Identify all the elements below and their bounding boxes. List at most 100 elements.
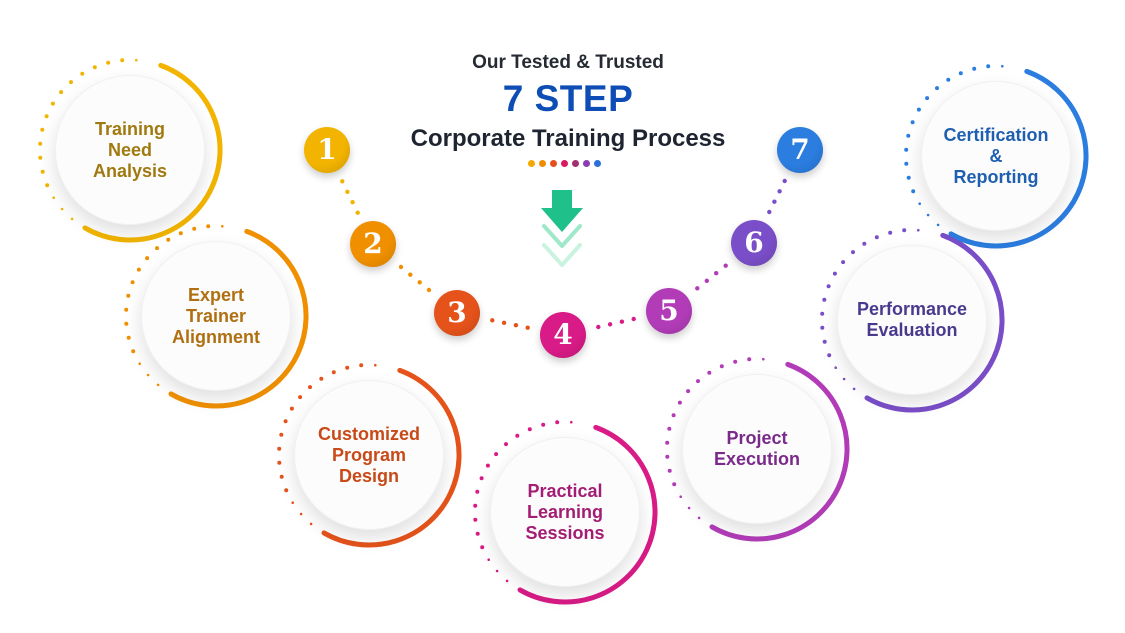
ring-dot bbox=[277, 460, 282, 465]
ring-dot bbox=[166, 237, 171, 242]
decorative-dot bbox=[528, 160, 535, 167]
down-arrow-icon bbox=[541, 190, 583, 267]
ring-dot bbox=[917, 228, 920, 232]
ring-dot bbox=[665, 454, 670, 459]
ring-dot bbox=[541, 422, 546, 427]
connector-dot bbox=[417, 280, 422, 285]
step-number-badge: 2 bbox=[350, 221, 396, 267]
ring-dot bbox=[1001, 64, 1004, 68]
ring-dot bbox=[665, 440, 670, 445]
step-number-badge: 4 bbox=[540, 312, 586, 358]
ring-dot bbox=[319, 376, 324, 381]
ring-dot bbox=[289, 406, 294, 411]
step-number-badge: 1 bbox=[304, 127, 350, 173]
ring-dot bbox=[667, 426, 672, 431]
connector-dot bbox=[704, 278, 709, 283]
ring-dot bbox=[345, 365, 350, 370]
ring-dot bbox=[832, 271, 837, 276]
ring-dot bbox=[822, 339, 827, 344]
ring-dot bbox=[911, 189, 916, 194]
decorative-dot bbox=[550, 160, 557, 167]
ring-dot bbox=[527, 427, 532, 432]
decorative-dot bbox=[561, 160, 568, 167]
ring-solid-arc bbox=[864, 232, 1005, 413]
ring-dot bbox=[374, 363, 377, 367]
ring-dot bbox=[146, 373, 150, 377]
ring-dot bbox=[820, 325, 825, 330]
ring-dot bbox=[677, 400, 682, 405]
ring-dot bbox=[902, 228, 907, 233]
ring-dot bbox=[926, 213, 930, 217]
connector-dot bbox=[345, 189, 350, 194]
ring-dot bbox=[925, 96, 930, 101]
connector-dot bbox=[695, 286, 700, 291]
ring-dot bbox=[671, 413, 676, 418]
step-label: Project Execution bbox=[713, 428, 801, 469]
connector-dot bbox=[340, 179, 345, 184]
ring-dot bbox=[842, 377, 846, 381]
ring-dot bbox=[136, 267, 141, 272]
ring-dot bbox=[473, 503, 478, 508]
ring-dot bbox=[120, 58, 125, 63]
heading-subtitle: Our Tested & Trusted bbox=[472, 52, 664, 73]
ring-dot bbox=[473, 517, 478, 522]
ring-dot bbox=[910, 120, 915, 125]
ring-dot bbox=[515, 433, 520, 438]
decorative-dot bbox=[539, 160, 546, 167]
ring-dot bbox=[667, 468, 672, 473]
ring-dot bbox=[719, 364, 724, 369]
ring-dot bbox=[38, 141, 43, 146]
ring-dot bbox=[862, 241, 867, 246]
ring-dot bbox=[44, 114, 49, 119]
connector-dot bbox=[714, 271, 719, 276]
ring-dot bbox=[299, 512, 303, 516]
step-number-badge: 3 bbox=[434, 290, 480, 336]
ring-dot bbox=[69, 80, 73, 85]
step-connector-path bbox=[340, 178, 787, 330]
ring-dot bbox=[359, 363, 364, 368]
ring-dot bbox=[480, 545, 485, 550]
ring-dot bbox=[38, 155, 43, 160]
ring-dot bbox=[935, 86, 939, 91]
ring-dot bbox=[106, 60, 111, 65]
connector-dot bbox=[525, 325, 530, 330]
connector-dot bbox=[607, 322, 613, 327]
ring-dot bbox=[888, 230, 893, 235]
ring-solid-arc bbox=[948, 68, 1089, 249]
ring-dot bbox=[504, 442, 508, 447]
step-circle-4: Practical Learning Sessions bbox=[490, 437, 640, 587]
connector-dot bbox=[723, 263, 728, 268]
ring-dot bbox=[904, 161, 909, 166]
step-label: Certification & Reporting bbox=[943, 124, 1049, 187]
ring-dot bbox=[40, 127, 45, 132]
ring-dot bbox=[298, 395, 303, 400]
ring-dot bbox=[834, 366, 837, 370]
ring-dot bbox=[697, 516, 701, 520]
ring-dot bbox=[494, 452, 499, 457]
step-circle-5: Project Execution bbox=[682, 374, 832, 524]
ring-solid-arc bbox=[168, 228, 309, 409]
ring-dot bbox=[155, 246, 159, 251]
ring-dot bbox=[986, 64, 991, 69]
ring-dot bbox=[40, 169, 45, 174]
ring-dot bbox=[70, 217, 74, 221]
ring-dot bbox=[475, 489, 480, 494]
ring-dot bbox=[904, 147, 909, 152]
connector-dot bbox=[777, 189, 782, 194]
step-label: Performance Evaluation bbox=[856, 299, 968, 340]
ring-dot bbox=[279, 432, 284, 437]
connector-dot bbox=[408, 272, 413, 277]
ring-dot bbox=[126, 335, 131, 340]
connector-dot bbox=[513, 323, 519, 328]
decorative-dots bbox=[528, 160, 601, 167]
ring-dot bbox=[487, 558, 491, 561]
ring-dot bbox=[138, 362, 141, 366]
ring-dot bbox=[178, 231, 183, 236]
ring-dot bbox=[555, 420, 560, 425]
ring-dot bbox=[906, 133, 911, 138]
heading-process: Corporate Training Process bbox=[410, 125, 726, 152]
connector-dot bbox=[355, 210, 360, 215]
step-circle-6: Performance Evaluation bbox=[837, 245, 987, 395]
connector-dot bbox=[490, 318, 495, 323]
